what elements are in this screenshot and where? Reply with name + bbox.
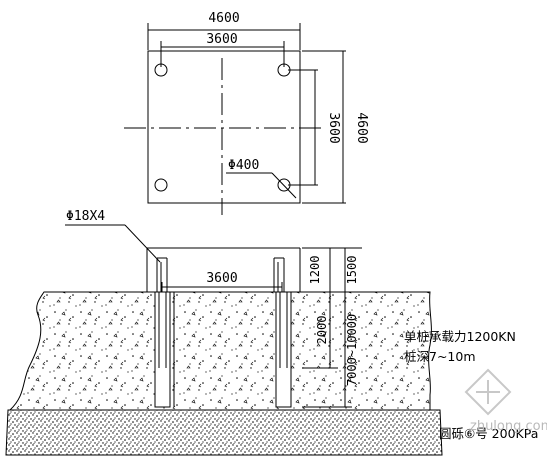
plan-view bbox=[124, 23, 346, 215]
section-structure bbox=[65, 224, 362, 408]
bearing-capacity-note: 单桩承载力1200KN bbox=[404, 329, 516, 344]
watermark-text: zhulong.com bbox=[470, 419, 547, 434]
pile-diameter-label: Φ400 bbox=[228, 158, 259, 173]
embed-depth-label: 1500 bbox=[345, 256, 359, 285]
pile-circle bbox=[154, 63, 168, 77]
gravel-layer bbox=[5, 409, 443, 456]
plan-height-inner-label: 3600 bbox=[326, 112, 341, 143]
pile-circle bbox=[154, 178, 168, 192]
rebar-label: Φ18X4 bbox=[66, 209, 105, 224]
pile-mid-label: 2000 bbox=[315, 316, 329, 345]
soil-layer bbox=[8, 291, 432, 411]
cap-height-label: 1200 bbox=[308, 256, 322, 285]
plan-width-outer-label: 4600 bbox=[208, 11, 239, 26]
pile-depth-note: 桩深7~10m bbox=[404, 349, 476, 364]
pile-length-label: 7000~10000 bbox=[345, 314, 359, 386]
gravel-layer-note: 圆砾⑥号 200KPa bbox=[439, 426, 538, 441]
pile-spacing-label: 3600 bbox=[206, 271, 237, 286]
cap-outline bbox=[147, 50, 301, 204]
plan-height-outer-label: 4600 bbox=[354, 112, 369, 143]
watermark-logo bbox=[464, 368, 512, 416]
plan-width-inner-label: 3600 bbox=[206, 32, 237, 47]
